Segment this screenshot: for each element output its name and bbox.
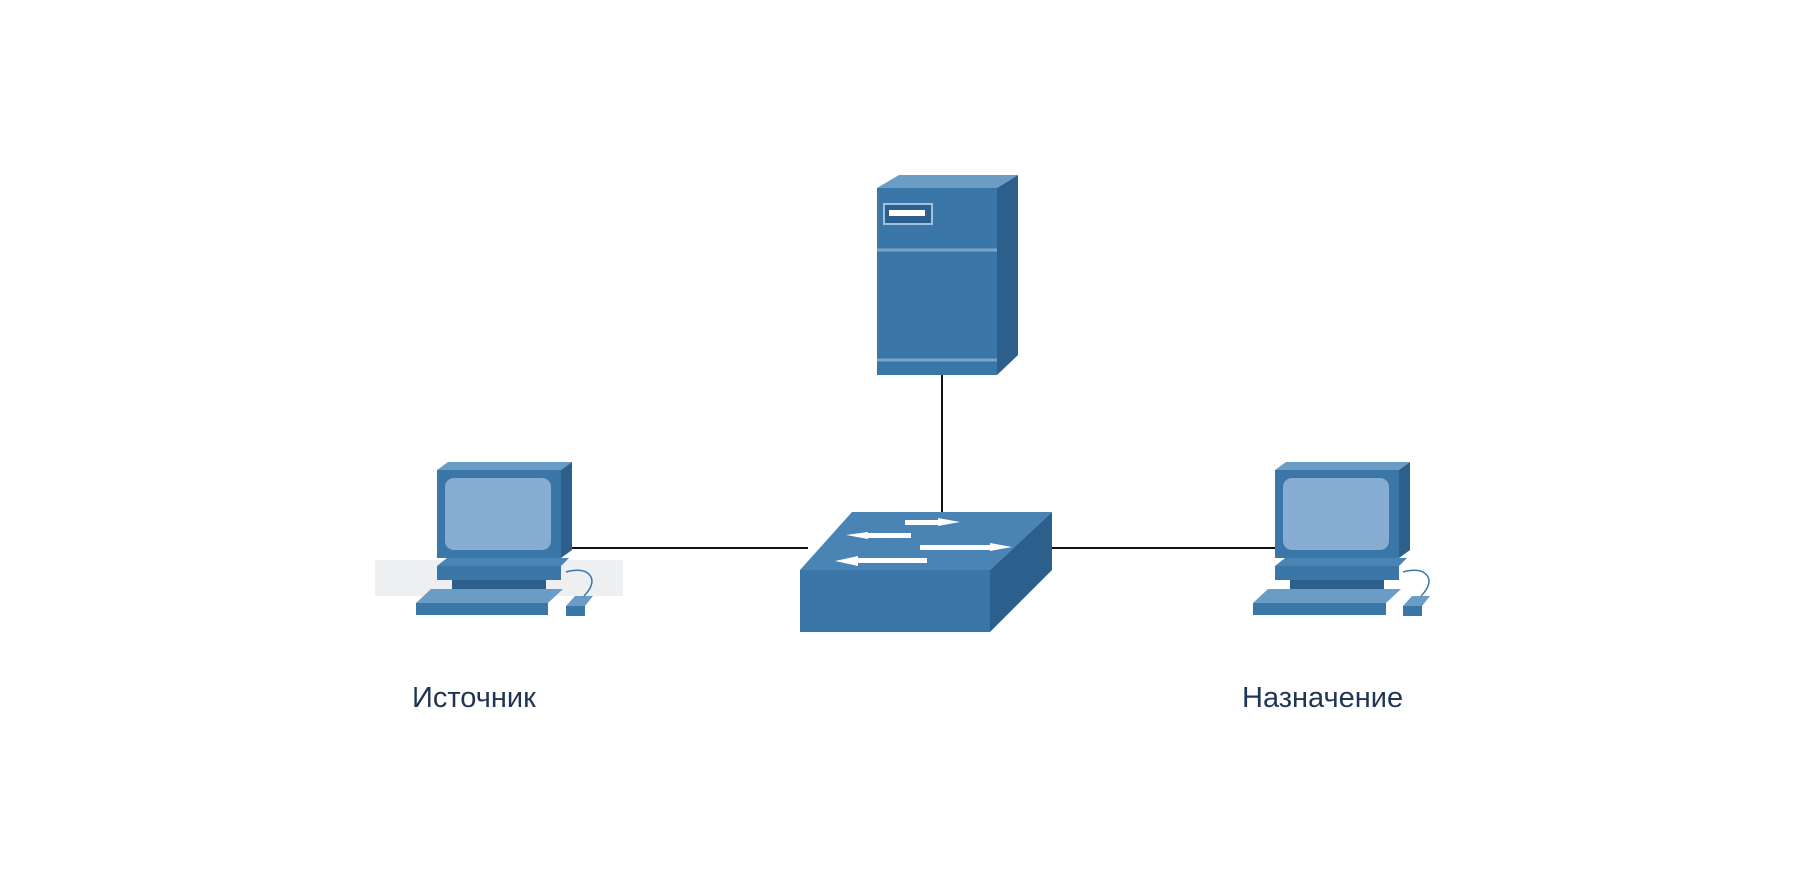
server-icon[interactable] <box>877 175 1018 375</box>
source-computer-icon[interactable] <box>375 462 623 616</box>
destination-label: Назначение <box>1242 682 1404 714</box>
network-switch-icon[interactable] <box>800 512 1052 632</box>
source-label: Источник <box>412 682 536 714</box>
links <box>566 375 1275 549</box>
destination-computer-icon[interactable] <box>1253 462 1430 616</box>
